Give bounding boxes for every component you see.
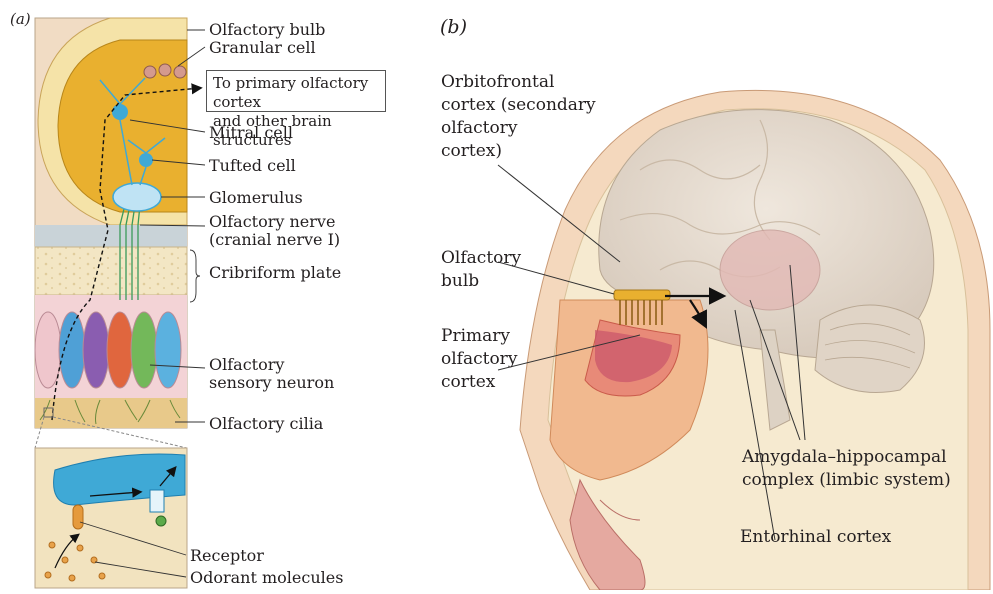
label-orbitofrontal-line3: olfactory — [441, 118, 517, 139]
label-target-line1: To primary olfactory cortex — [213, 74, 385, 112]
label-receptor: Receptor — [190, 546, 264, 565]
label-bulb-line1: Olfactory — [441, 248, 521, 269]
label-orbitofrontal-line2: cortex (secondary — [441, 95, 596, 116]
label-orbitofrontal-line4: cortex) — [441, 141, 502, 162]
label-granular-cell: Granular cell — [209, 38, 316, 57]
label-odorant-molecules: Odorant molecules — [190, 568, 343, 587]
label-tufted-cell: Tufted cell — [209, 156, 296, 175]
label-olfactory-cilia: Olfactory cilia — [209, 414, 323, 433]
label-mitral-cell: Mitral cell — [209, 123, 293, 142]
label-sensory-neuron-line1: Olfactory — [209, 355, 284, 374]
panel-b-letter: (b) — [440, 16, 467, 38]
label-primary-line3: cortex — [441, 372, 495, 393]
label-amygdala-line2: complex (limbic system) — [742, 470, 951, 491]
label-olfactory-nerve-line2: (cranial nerve I) — [209, 230, 340, 249]
panel-b-illustration — [498, 90, 990, 590]
label-amygdala-line1: Amygdala–hippocampal — [742, 447, 947, 468]
label-glomerulus: Glomerulus — [209, 188, 303, 207]
panel-a-illustration — [35, 18, 205, 588]
label-olfactory-nerve-line1: Olfactory nerve — [209, 212, 335, 231]
label-cribriform-plate: Cribriform plate — [209, 263, 341, 282]
label-primary-line2: olfactory — [441, 349, 517, 370]
target-box: To primary olfactory cortex and other br… — [206, 70, 386, 112]
label-primary-line1: Primary — [441, 326, 510, 347]
panel-a-letter: (a) — [10, 10, 31, 28]
label-orbitofrontal-line1: Orbitofrontal — [441, 72, 554, 93]
label-sensory-neuron-line2: sensory neuron — [209, 373, 334, 392]
label-olfactory-bulb: Olfactory bulb — [209, 20, 325, 39]
label-entorhinal: Entorhinal cortex — [740, 527, 891, 548]
label-bulb-line2: bulb — [441, 271, 479, 292]
